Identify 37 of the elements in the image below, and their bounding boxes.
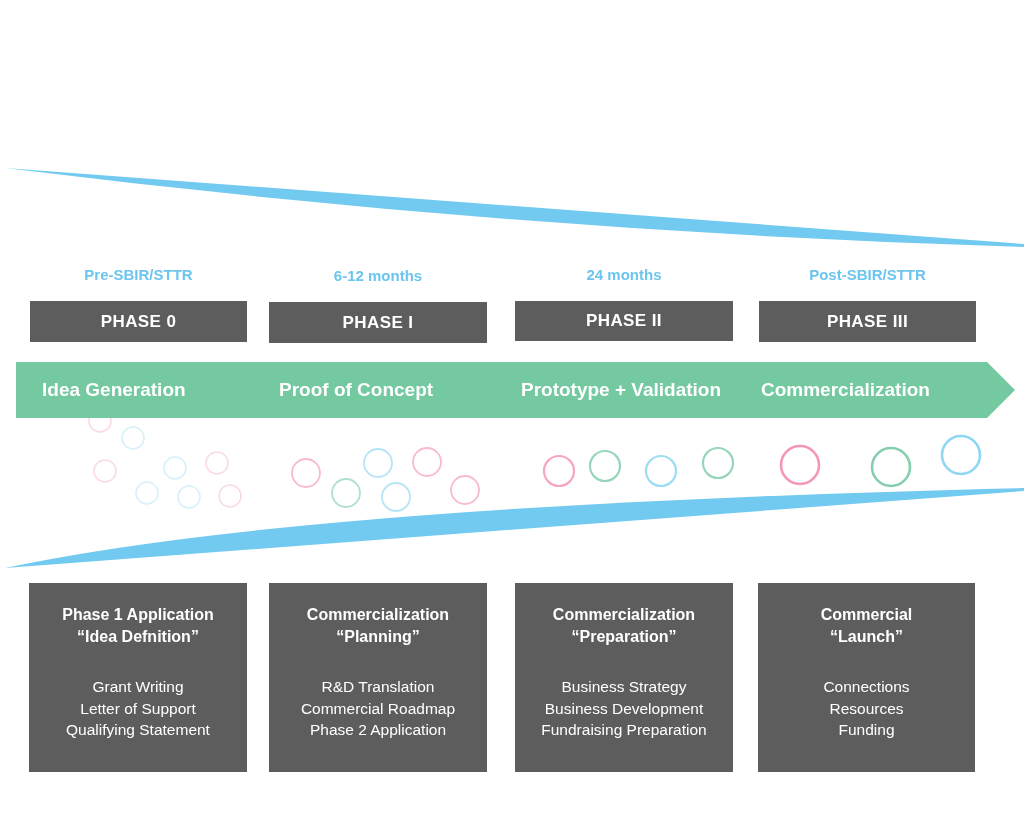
stage-label: Idea Generation [42, 379, 186, 401]
stage-item: Qualifying Statement [66, 720, 210, 740]
stage-item: Business Development [544, 698, 704, 719]
duration-label: Post-SBIR/STTR [809, 266, 926, 284]
duration-label: Pre-SBIR/STTR [84, 266, 193, 284]
stage-item: Phase 2 Application [309, 720, 447, 740]
stage-label: Proof of Concept [279, 379, 434, 401]
phase-title: PHASE III [826, 311, 909, 332]
stage-item: Grant Writing [92, 677, 184, 697]
stage-heading: Commercialization [306, 605, 450, 625]
stage-item: Fundraising Preparation [541, 720, 707, 740]
stage-card [758, 583, 975, 772]
stage-label: Prototype + Validation [521, 379, 722, 401]
stage-heading: Phase 1 Application [62, 605, 214, 625]
stage-item: Connections [823, 677, 910, 697]
phase-title: PHASE 0 [100, 311, 177, 332]
stage-heading: “Idea Defnition” [77, 627, 199, 647]
stage-heading: Commercialization [552, 605, 696, 625]
stage-heading: “Planning” [336, 627, 420, 647]
duration-label: 6-12 months [333, 267, 423, 285]
stage-item: Resources [829, 698, 904, 719]
stage-item: Commercial Roadmap [300, 698, 456, 719]
arrow-band [16, 362, 1015, 418]
stage-card [269, 583, 487, 772]
stage-label: Commercialization [761, 379, 930, 401]
stage-heading: “Preparation” [571, 627, 677, 647]
phase-title: PHASE I [342, 312, 414, 333]
stage-item: Funding [838, 720, 895, 740]
phase-title: PHASE II [586, 311, 662, 331]
stage-heading: Commercial [820, 605, 913, 625]
stage-item: Business Strategy [561, 677, 687, 697]
stage-item: R&D Translation [321, 677, 435, 697]
stage-card [29, 583, 247, 772]
stage-heading: “Launch” [830, 627, 903, 647]
stage-card [515, 583, 733, 772]
stage-item: Letter of Support [80, 698, 196, 719]
duration-label: 24 months [586, 266, 662, 284]
